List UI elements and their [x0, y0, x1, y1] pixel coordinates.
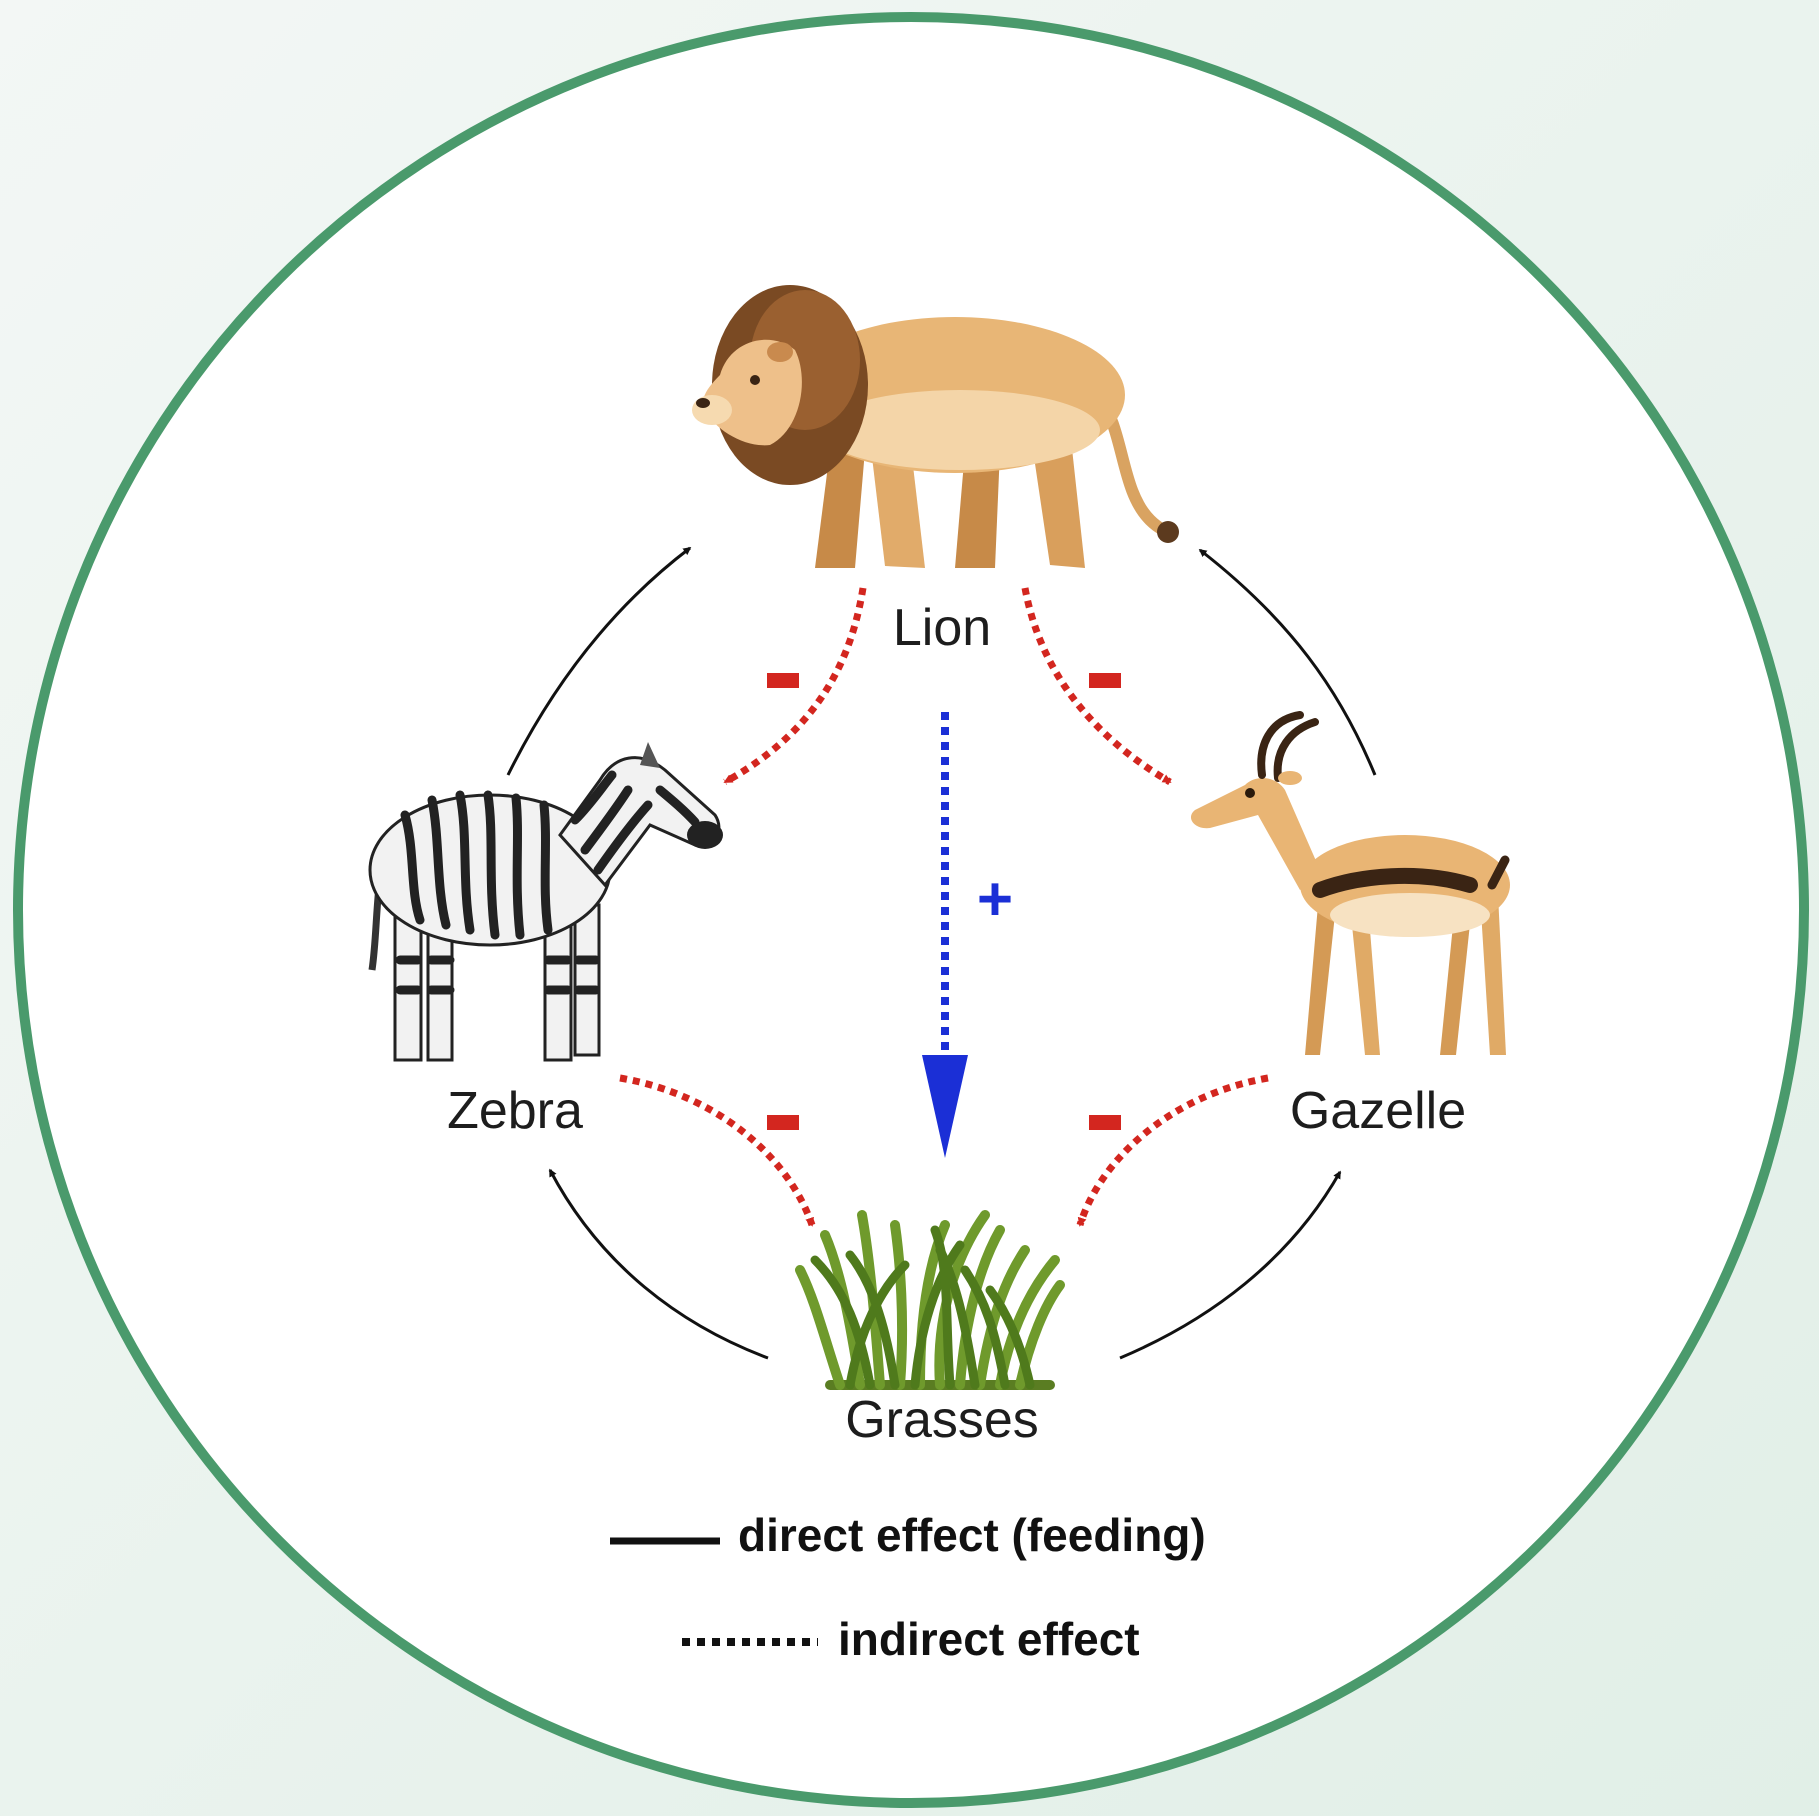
sign-plus-lion-grasses: +: [977, 865, 1013, 934]
legend-direct-label: direct effect (feeding): [738, 1509, 1206, 1561]
sign-minus-gazelle-grasses: [1089, 1115, 1121, 1130]
sign-minus-zebra-grasses: [767, 1115, 799, 1130]
label-grasses: Grasses: [845, 1391, 1039, 1449]
label-lion: Lion: [893, 599, 991, 657]
sign-minus-lion-zebra: [767, 673, 799, 688]
sign-minus-lion-gazelle: [1089, 673, 1121, 688]
legend-indirect-label: indirect effect: [838, 1613, 1140, 1665]
label-gazelle: Gazelle: [1290, 1082, 1466, 1140]
label-zebra: Zebra: [447, 1082, 583, 1140]
